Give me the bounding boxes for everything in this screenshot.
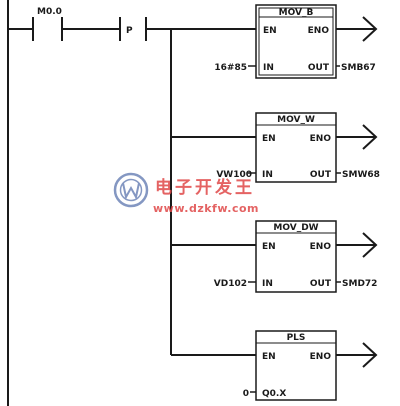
out-operand: SMW68 (342, 170, 380, 180)
in-operand: 16#85 (214, 63, 247, 73)
edge-label: P (126, 26, 133, 36)
out-operand: SMD72 (342, 279, 377, 289)
eno-pin: ENO (308, 26, 330, 36)
eno-arrow-icon (362, 16, 378, 42)
eno-pin: ENO (310, 134, 332, 144)
block-title: PLS (287, 333, 306, 343)
block-pls: PLS EN ENO Q0.X 0 (243, 330, 378, 401)
out-operand: SMB67 (341, 63, 376, 73)
watermark-url: www.dzkfw.com (153, 202, 259, 215)
block-mov-w: MOV_W EN ENO IN OUT VW100 SMW68 (216, 112, 380, 183)
in-pin: Q0.X (262, 389, 286, 399)
eno-arrow-icon (362, 232, 378, 258)
block-mov-b: MOV_B EN ENO IN OUT 16#85 SMB67 (214, 4, 378, 79)
en-pin: EN (263, 26, 277, 36)
out-pin: OUT (310, 279, 332, 289)
block-title: MOV_B (279, 8, 314, 18)
eno-arrow-icon (362, 342, 378, 368)
contact-label: M0.0 (37, 7, 62, 17)
out-pin: OUT (310, 170, 332, 180)
eno-pin: ENO (310, 242, 332, 252)
watermark: 电子开发王 www.dzkfw.com (113, 172, 259, 215)
in-pin: IN (263, 63, 274, 73)
en-pin: EN (262, 134, 276, 144)
block-title: MOV_W (277, 115, 315, 125)
block-mov-dw: MOV_DW EN ENO IN OUT VD102 SMD72 (214, 220, 378, 293)
in-operand: 0 (243, 389, 249, 399)
in-operand: VW100 (216, 170, 252, 180)
en-pin: EN (262, 242, 276, 252)
watermark-logo-icon (113, 172, 149, 208)
in-operand: VD102 (214, 279, 247, 289)
out-pin: OUT (308, 63, 330, 73)
watermark-cn-text: 电子开发王 (155, 177, 255, 198)
in-pin: IN (262, 279, 273, 289)
eno-pin: ENO (310, 352, 332, 362)
eno-arrow-icon (362, 124, 378, 150)
en-pin: EN (262, 352, 276, 362)
in-pin: IN (262, 170, 273, 180)
block-title: MOV_DW (273, 223, 318, 233)
